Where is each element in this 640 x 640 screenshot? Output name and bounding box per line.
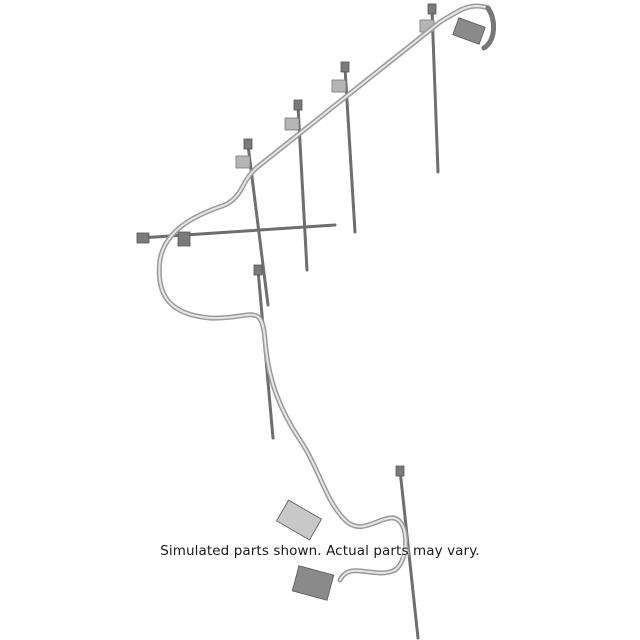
clip-caps (136, 3, 437, 477)
disclaimer-caption: Simulated parts shown. Actual parts may … (160, 543, 480, 559)
wire-harness (156, 3, 496, 583)
connectors (275, 17, 486, 601)
harness-clips (235, 19, 435, 169)
